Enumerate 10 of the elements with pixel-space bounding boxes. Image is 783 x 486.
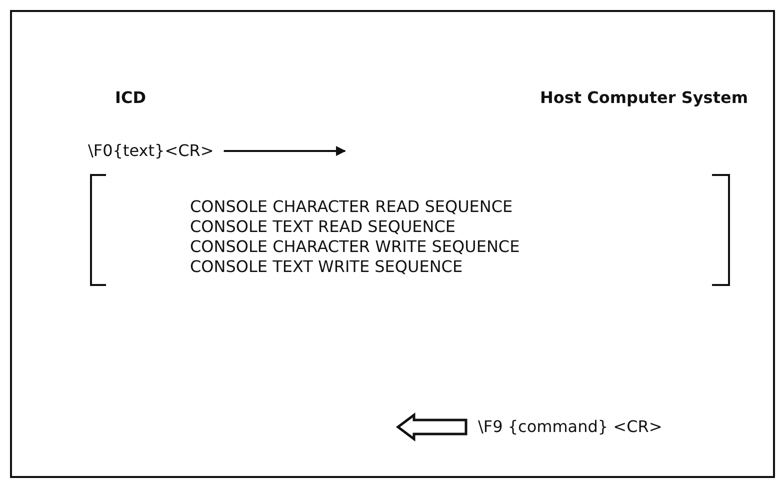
column-heading: ICD <box>115 88 146 108</box>
command-text: \F9 {command} <CR> <box>478 417 662 437</box>
sequence-name: CONSOLE CHARACTER WRITE SEQUENCE <box>190 237 520 257</box>
column-heading: Host Computer System <box>540 88 748 108</box>
sequence-name: CONSOLE TEXT WRITE SEQUENCE <box>190 257 463 277</box>
arrow <box>224 146 346 156</box>
hollow-arrow <box>396 412 468 442</box>
sequence-name: CONSOLE CHARACTER READ SEQUENCE <box>190 197 513 217</box>
command-text: \F0{text}<CR> <box>88 141 214 161</box>
sequence-name: CONSOLE TEXT READ SEQUENCE <box>190 217 456 237</box>
